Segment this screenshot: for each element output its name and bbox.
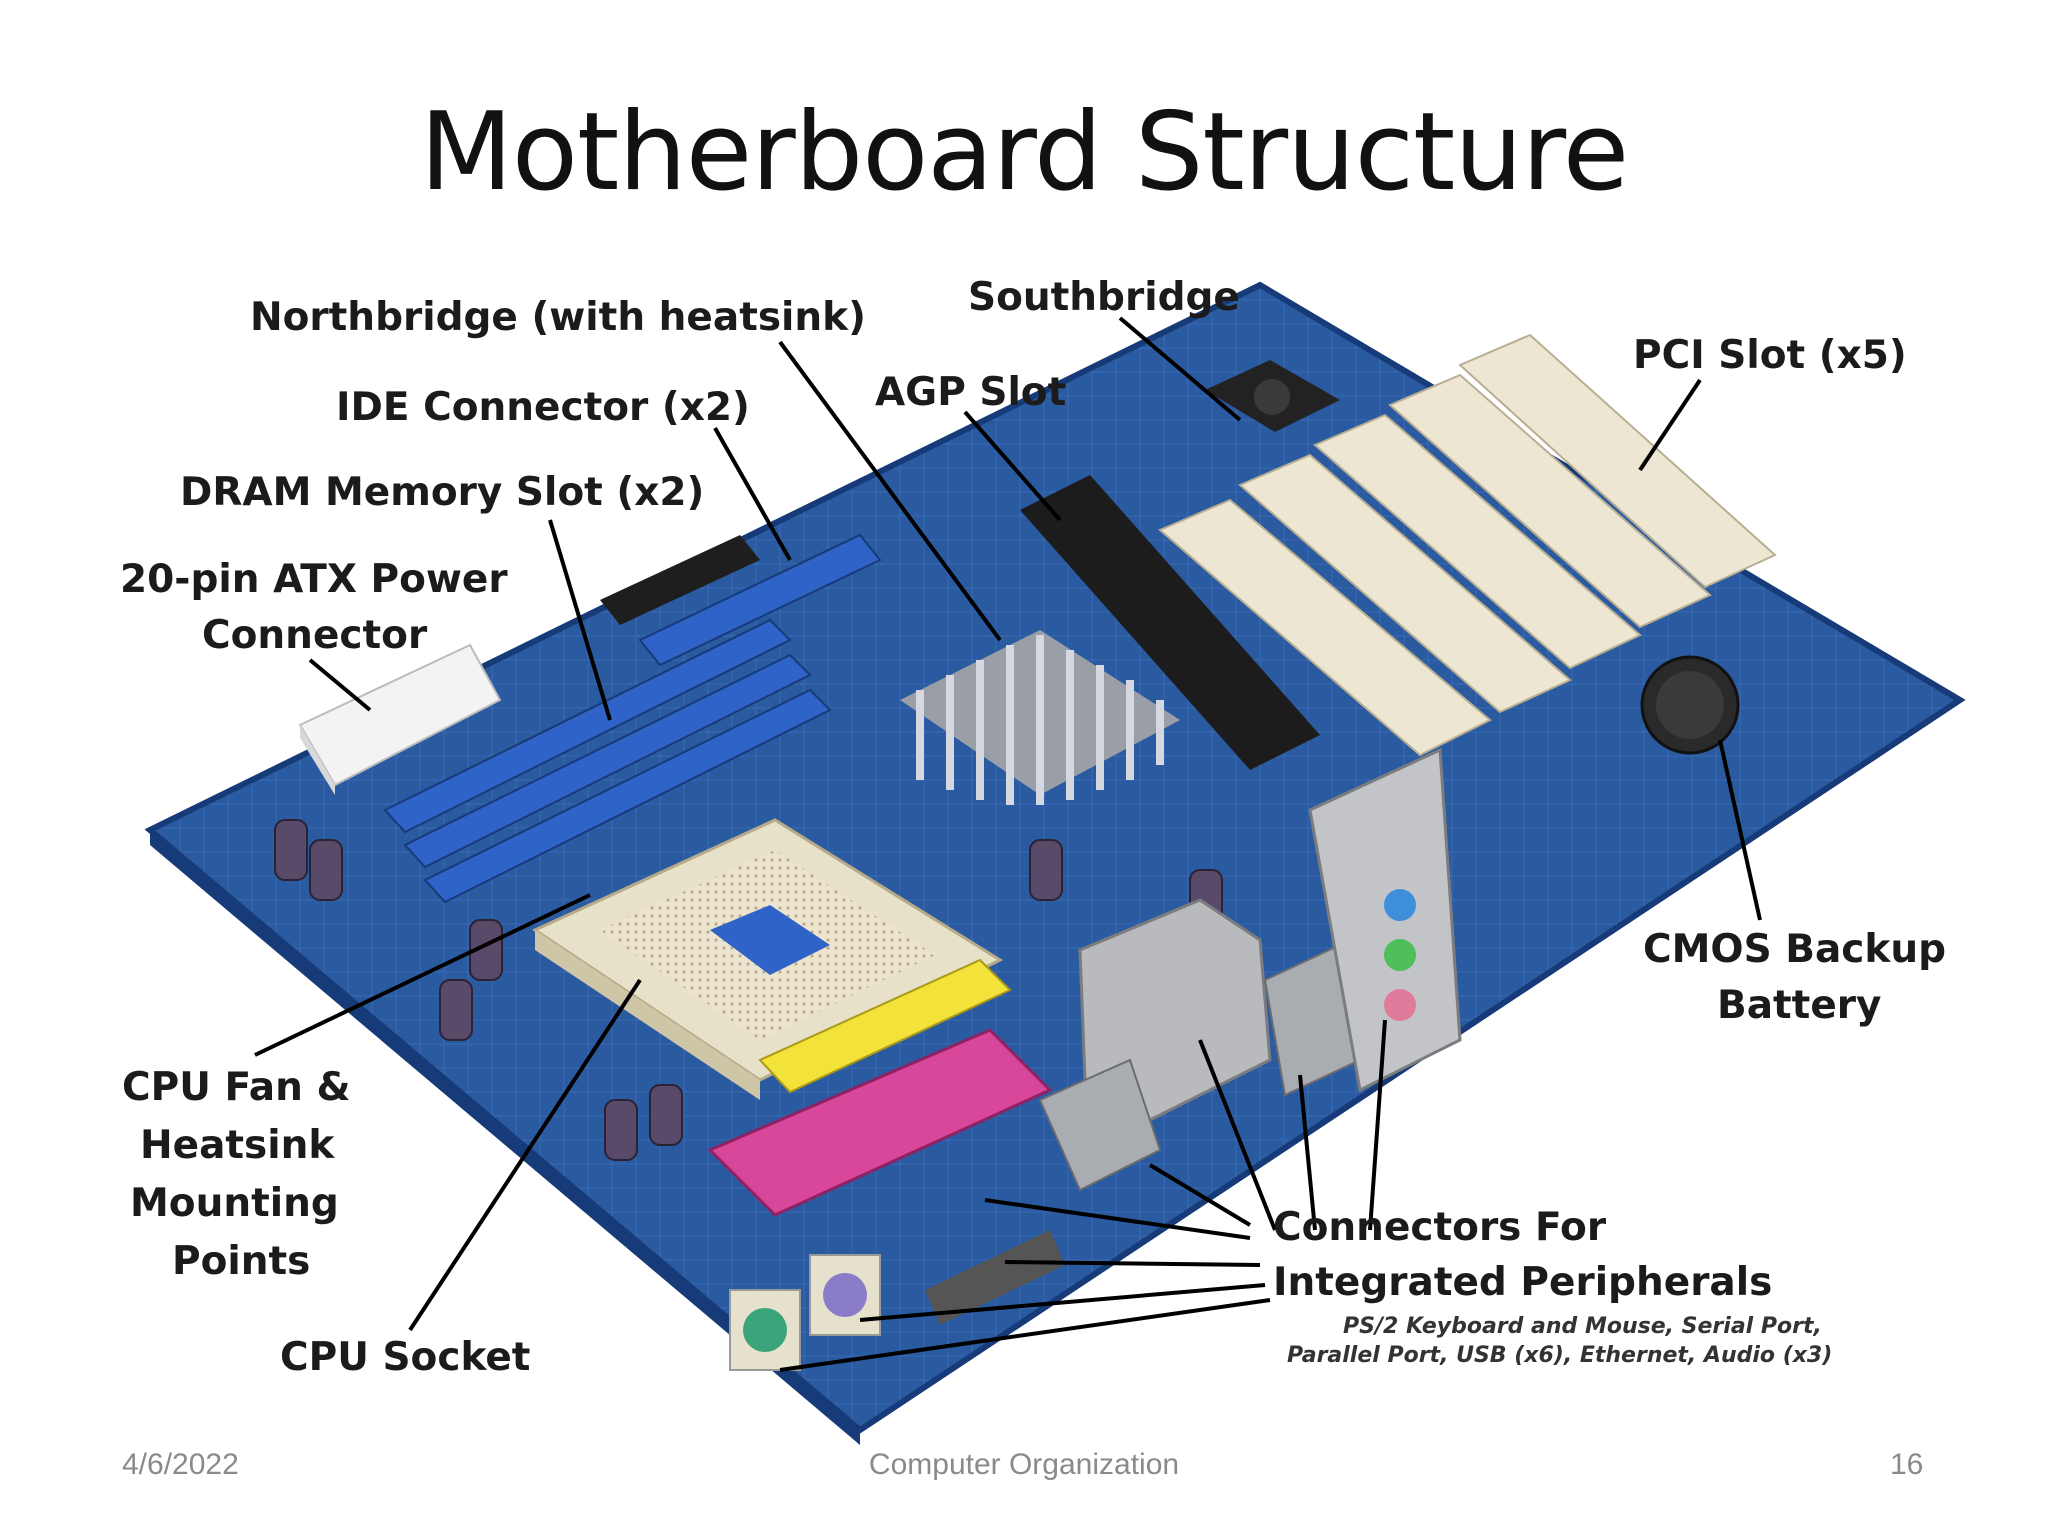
pci-slot-label: PCI Slot (x5) xyxy=(1633,333,1907,378)
slide-title: Motherboard Structure xyxy=(419,90,1630,215)
connectors-label-line2: Integrated Peripherals xyxy=(1273,1260,1772,1305)
leader-lines xyxy=(254,316,1762,1372)
footer-center: Computer Organization xyxy=(868,1448,1180,1481)
agp-slot-label: AGP Slot xyxy=(875,370,1066,415)
atx-power-label-line2: Connector xyxy=(202,613,428,658)
cpu-fan-label-line3: Mounting xyxy=(130,1181,339,1226)
rear-io-panel xyxy=(707,747,1462,1371)
southbridge-chip xyxy=(1205,360,1340,432)
northbridge-label: Northbridge (with heatsink) xyxy=(250,295,866,340)
capacitors xyxy=(274,819,1223,1161)
northbridge-heatsink xyxy=(900,630,1180,805)
southbridge-label: Southbridge xyxy=(968,275,1240,320)
dram-slots xyxy=(383,618,832,904)
atx-power-label-line1: 20-pin ATX Power xyxy=(120,557,508,602)
cmos-battery-label-line1: CMOS Backup xyxy=(1643,927,1946,972)
ide-connectors xyxy=(600,533,882,667)
cpu-fan-label-line1: CPU Fan & xyxy=(122,1065,350,1110)
connectors-label-line1: Connectors For xyxy=(1273,1205,1607,1250)
cpu-fan-label-line4: Points xyxy=(172,1239,310,1284)
cmos-battery-label-line2: Battery xyxy=(1717,983,1881,1028)
dram-slot-label: DRAM Memory Slot (x2) xyxy=(180,470,704,515)
footer-page-number: 16 xyxy=(1890,1448,1924,1481)
atx-power-connector xyxy=(298,643,502,795)
connectors-sublabel-line2: Parallel Port, USB (x6), Ethernet, Audio… xyxy=(1287,1343,1832,1368)
ide-connector-label: IDE Connector (x2) xyxy=(336,385,750,430)
pci-slots xyxy=(1158,333,1777,757)
agp-slot xyxy=(1020,475,1320,770)
cpu-socket-label: CPU Socket xyxy=(280,1335,530,1380)
cmos-battery xyxy=(1640,655,1740,755)
cpu-fan-label-line2: Heatsink xyxy=(140,1123,335,1168)
footer-date: 4/6/2022 xyxy=(122,1448,239,1481)
connectors-sublabel-line1: PS/2 Keyboard and Mouse, Serial Port, xyxy=(1343,1314,1822,1339)
